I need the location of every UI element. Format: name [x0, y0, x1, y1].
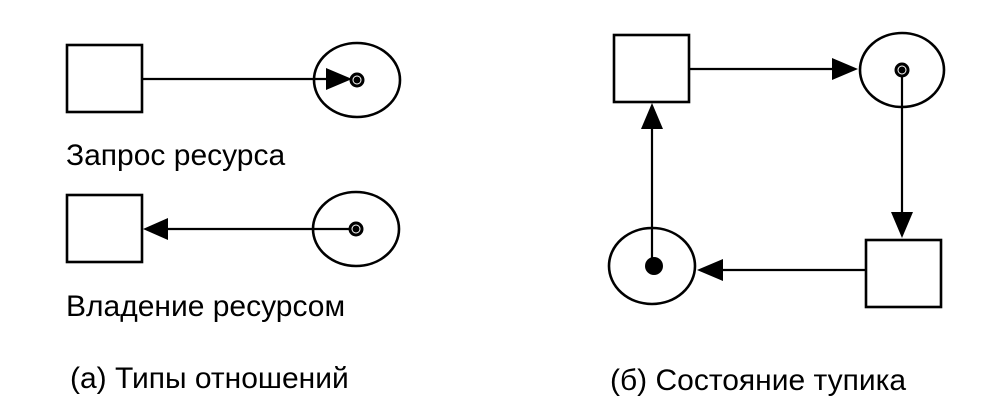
hold-label: Владение ресурсом — [66, 290, 345, 323]
deadlock-arrowhead-top — [832, 58, 858, 80]
resource-instance-core — [353, 76, 361, 84]
resource-instance-dot-filled — [645, 257, 663, 275]
hold-arrowhead — [143, 218, 168, 240]
hold-relation: Владение ресурсом — [65, 190, 401, 323]
request-label: Запрос ресурса — [66, 139, 285, 172]
request-relation: Запрос ресурса — [65, 41, 402, 172]
resource-instance-core — [898, 66, 906, 74]
deadlock-arrowhead-bottom — [697, 259, 723, 281]
deadlock-arrowhead-right — [891, 212, 913, 238]
deadlock-arrowhead-left — [641, 103, 663, 129]
resource-instance-core — [352, 225, 360, 233]
process-node-top-left — [612, 33, 691, 104]
process-node — [65, 193, 144, 264]
panel-b-caption: (б) Состояние тупика — [610, 364, 906, 397]
panel-a-caption: (а) Типы отношений — [70, 362, 349, 395]
request-arrowhead — [326, 68, 352, 90]
panel-b: (б) Состояние тупика — [607, 31, 946, 397]
process-node-bottom-right — [864, 238, 943, 309]
panel-a: Запрос ресурса Владение ресурсом (а) Тип… — [65, 41, 402, 395]
process-node — [65, 43, 144, 114]
